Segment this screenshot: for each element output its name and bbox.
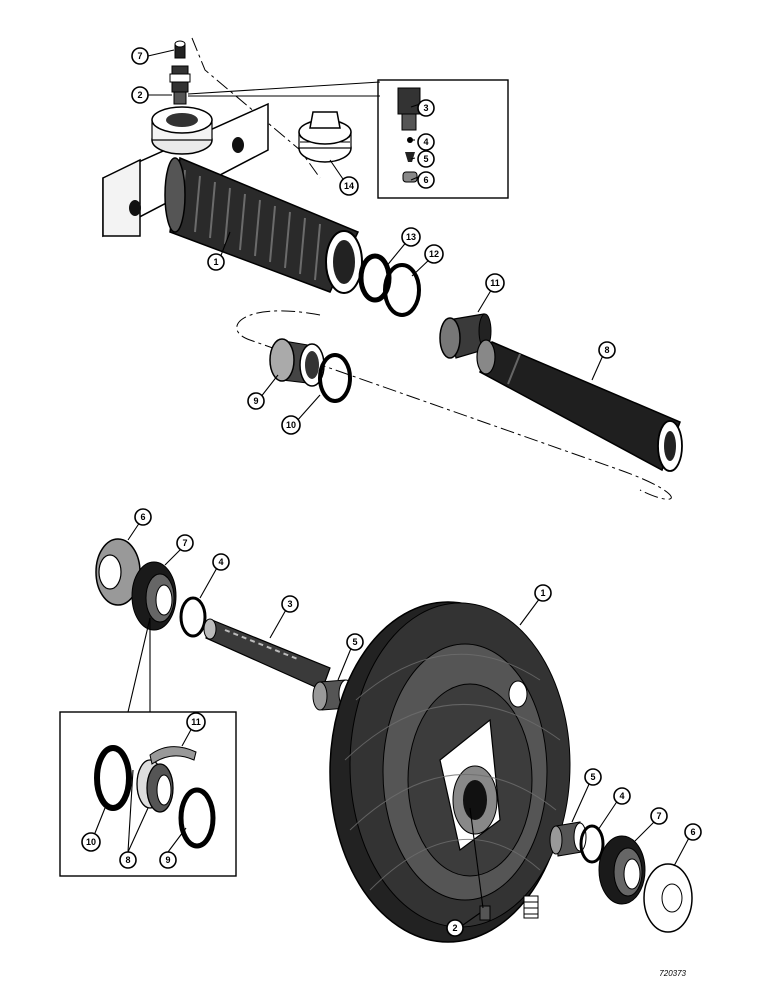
callout-l5-right: 5 xyxy=(584,768,602,786)
shaft-part-8 xyxy=(476,339,683,472)
bushing-part-1 xyxy=(164,156,363,294)
svg-text:4: 4 xyxy=(218,557,223,567)
svg-text:4: 4 xyxy=(619,791,624,801)
svg-text:3: 3 xyxy=(287,599,292,609)
relief-valve-inset xyxy=(377,79,509,199)
bearing-part-7-left xyxy=(131,561,177,631)
bearing-cone-part-11 xyxy=(439,313,492,359)
svg-text:7: 7 xyxy=(137,51,142,61)
svg-text:11: 11 xyxy=(191,717,201,727)
alignment-line-top xyxy=(191,37,321,179)
callout-l4: 4 xyxy=(212,553,230,571)
svg-text:8: 8 xyxy=(125,855,130,865)
svg-text:5: 5 xyxy=(352,637,357,647)
callout-l7-right: 7 xyxy=(650,807,668,825)
svg-text:7: 7 xyxy=(182,538,187,548)
svg-text:7: 7 xyxy=(656,811,661,821)
ring-part-12 xyxy=(383,263,421,317)
alignment-loop xyxy=(236,310,672,500)
seal-part-8 xyxy=(136,759,174,813)
svg-text:14: 14 xyxy=(344,181,354,191)
svg-text:11: 11 xyxy=(490,278,500,288)
seal-ring-part-10 xyxy=(318,353,352,403)
callout-u11: 11 xyxy=(485,273,505,293)
ring-part-4-left xyxy=(179,596,207,638)
callout-l8: 8 xyxy=(119,851,137,869)
callout-l6-right: 6 xyxy=(684,823,702,841)
callout-u10: 10 xyxy=(281,415,301,435)
callout-u3: 3 xyxy=(417,99,435,117)
callout-l2: 2 xyxy=(446,919,464,937)
lower-assembly: 6 7 4 3 5 1 11 10 8 9 5 4 7 6 2 xyxy=(59,508,702,943)
svg-text:2: 2 xyxy=(137,90,142,100)
leader-2-to-inset xyxy=(187,81,381,95)
callout-u9: 9 xyxy=(247,392,265,410)
seal-part-9 xyxy=(178,787,216,849)
callout-u5: 5 xyxy=(417,150,435,168)
svg-text:2: 2 xyxy=(452,923,457,933)
callout-l11: 11 xyxy=(186,712,206,732)
svg-text:8: 8 xyxy=(604,345,609,355)
callout-l4-right: 4 xyxy=(613,787,631,805)
svg-text:9: 9 xyxy=(165,855,170,865)
callout-u4: 4 xyxy=(417,133,435,151)
bearing-part-7-right xyxy=(598,835,646,905)
washer-part-6-left xyxy=(95,538,141,606)
svg-text:4: 4 xyxy=(423,137,428,147)
callout-u6: 6 xyxy=(417,171,435,189)
callout-l9: 9 xyxy=(159,851,177,869)
seal-part-11 xyxy=(149,746,197,765)
threaded-boss xyxy=(151,106,213,155)
bearing-cup-part-9 xyxy=(269,338,325,387)
pipe-plug-part-14 xyxy=(298,111,352,163)
upper-assembly: 7 2 3 4 5 6 14 1 13 12 11 8 9 10 xyxy=(102,37,683,500)
grease-fitting xyxy=(169,40,191,105)
svg-text:1: 1 xyxy=(213,257,218,267)
shaft-part-3 xyxy=(203,618,331,691)
svg-text:10: 10 xyxy=(286,420,296,430)
callout-l10: 10 xyxy=(81,832,101,852)
svg-text:6: 6 xyxy=(140,512,145,522)
svg-text:9: 9 xyxy=(253,396,258,406)
svg-text:5: 5 xyxy=(423,154,428,164)
seal-assembly-inset xyxy=(59,617,237,877)
callout-l6: 6 xyxy=(134,508,152,526)
svg-text:13: 13 xyxy=(406,232,416,242)
ring-part-4-right xyxy=(579,824,605,864)
callout-u2: 2 xyxy=(131,86,149,104)
callout-u1: 1 xyxy=(207,253,225,271)
callout-l1: 1 xyxy=(534,584,552,602)
svg-text:1: 1 xyxy=(540,588,545,598)
washer-part-6-right xyxy=(643,863,693,933)
reference-code: 720373 xyxy=(659,969,686,978)
svg-text:3: 3 xyxy=(423,103,428,113)
svg-text:5: 5 xyxy=(590,772,595,782)
callout-l3: 3 xyxy=(281,595,299,613)
seal-part-10 xyxy=(94,745,132,811)
plug-part-2 xyxy=(479,895,539,921)
callout-l5: 5 xyxy=(346,633,364,651)
callout-l7: 7 xyxy=(176,534,194,552)
callout-u12: 12 xyxy=(424,244,444,264)
svg-text:10: 10 xyxy=(86,837,96,847)
lower-leaders xyxy=(92,521,691,926)
callout-u7: 7 xyxy=(131,47,149,65)
svg-text:6: 6 xyxy=(423,175,428,185)
svg-text:6: 6 xyxy=(690,827,695,837)
callout-u14: 14 xyxy=(339,176,359,196)
svg-text:12: 12 xyxy=(429,249,439,259)
idler-wheel-part-1 xyxy=(329,601,571,943)
callout-u8: 8 xyxy=(598,341,616,359)
callout-u13: 13 xyxy=(401,227,421,247)
